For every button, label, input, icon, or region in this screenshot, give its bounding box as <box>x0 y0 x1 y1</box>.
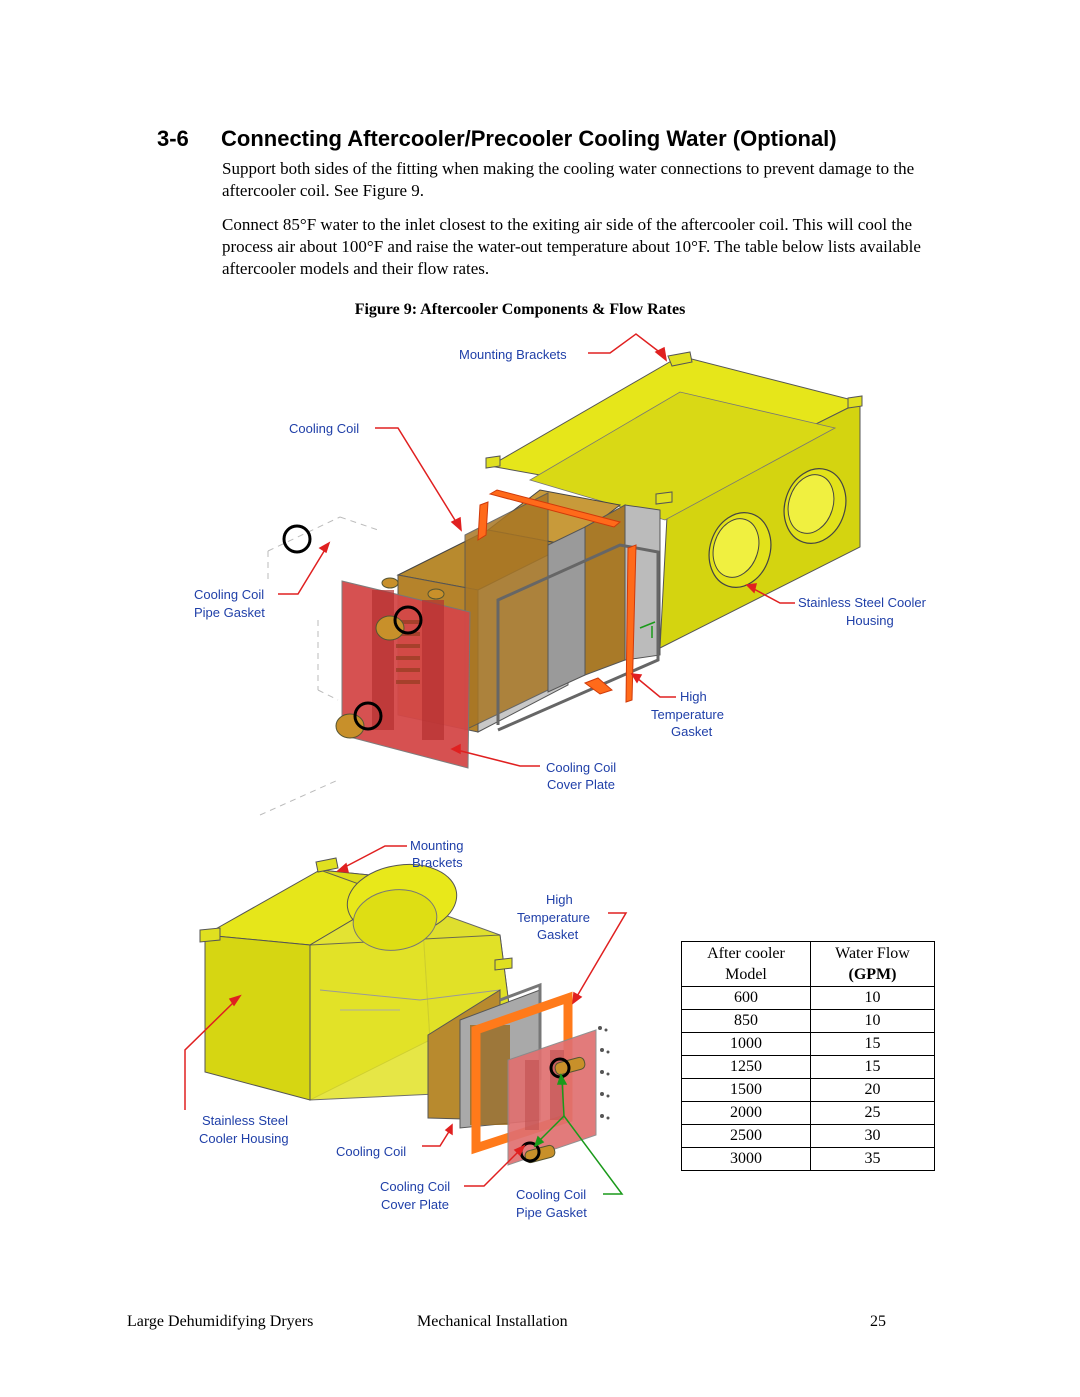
label-housing-bottom-2: Cooler Housing <box>199 1131 289 1146</box>
cell-model: 1000 <box>681 1032 811 1056</box>
cell-gpm: 15 <box>809 1055 936 1079</box>
cell-model: 3000 <box>681 1147 811 1171</box>
label-hightemp-top-3: Gasket <box>671 724 713 739</box>
cell-model: 600 <box>681 986 811 1010</box>
label-housing-top-1: Stainless Steel Cooler <box>798 595 927 610</box>
label-housing-top-2: Housing <box>846 613 894 628</box>
bottom-bolts <box>598 1026 610 1120</box>
label-pipe-gasket-bottom-2: Pipe Gasket <box>516 1205 587 1220</box>
bottom-pipe-fittings <box>519 1056 586 1164</box>
header-model-line2: Model <box>725 966 767 983</box>
label-hightemp-bottom-3: Gasket <box>537 927 579 942</box>
label-mounting-brackets-bottom-2: Brackets <box>412 855 463 870</box>
top-leader-lines <box>278 333 795 767</box>
loose-pipe-gasket <box>282 524 312 554</box>
cell-model: 1500 <box>681 1078 811 1102</box>
paragraph-support: Support both sides of the fitting when m… <box>222 159 915 200</box>
section-heading: 3-6 Connecting Aftercooler/Precooler Cool… <box>157 126 1057 152</box>
cell-model: 850 <box>681 1009 811 1033</box>
label-mounting-brackets-top: Mounting Brackets <box>459 347 567 362</box>
label-hightemp-bottom-1: High <box>546 892 573 907</box>
cooling-coil-cover-plate <box>335 577 471 769</box>
label-pipe-gasket-top-1: Cooling Coil <box>194 587 264 602</box>
bottom-assembled-view: Mounting Brackets High Temperature Gaske… <box>184 838 628 1220</box>
bottom-leader-lines <box>184 845 628 1187</box>
section-number: 3-6 <box>157 126 189 151</box>
stainless-steel-cooler-housing <box>485 351 863 649</box>
cell-model: 2500 <box>681 1124 811 1148</box>
header-flow-line1: Water Flow <box>835 945 910 962</box>
bottom-green-leaders <box>533 1073 624 1195</box>
footer-left: Large Dehumidifying Dryers <box>127 1313 314 1330</box>
cell-model: 2000 <box>681 1101 811 1125</box>
cell-gpm: 30 <box>809 1124 936 1148</box>
cell-gpm: 35 <box>809 1147 936 1171</box>
header-model-line1: After cooler <box>707 945 785 962</box>
label-cover-plate-bottom-1: Cooling Coil <box>380 1179 450 1194</box>
cell-gpm: 20 <box>809 1078 936 1102</box>
label-cooling-coil-bottom: Cooling Coil <box>336 1144 406 1159</box>
label-cooling-coil-top: Cooling Coil <box>289 421 359 436</box>
cell-gpm: 10 <box>809 1009 936 1033</box>
cell-model: 1250 <box>681 1055 811 1079</box>
header-water-flow: Water Flow (GPM) <box>809 941 936 987</box>
label-cover-plate-top-1: Cooling Coil <box>546 760 616 775</box>
label-pipe-gasket-top-2: Pipe Gasket <box>194 605 265 620</box>
high-temperature-gasket <box>477 489 637 703</box>
label-hightemp-top-1: High <box>680 689 707 704</box>
label-cover-plate-top-2: Cover Plate <box>547 777 615 792</box>
figure-caption: Figure 9: Aftercooler Components & Flow … <box>354 301 686 318</box>
label-hightemp-top-2: Temperature <box>651 707 724 722</box>
label-pipe-gasket-bottom-1: Cooling Coil <box>516 1187 586 1202</box>
section-title: Connecting Aftercooler/Precooler Cooling… <box>221 126 837 151</box>
header-flow-line2: (GPM) <box>848 966 897 983</box>
cell-gpm: 25 <box>809 1101 936 1125</box>
footer-center: Mechanical Installation <box>417 1313 568 1330</box>
label-mounting-brackets-bottom-1: Mounting <box>410 838 463 853</box>
cell-gpm: 10 <box>809 986 936 1010</box>
paragraph-connect: Connect 85°F water to the inlet closest … <box>222 215 921 278</box>
cell-gpm: 15 <box>809 1032 936 1056</box>
label-hightemp-bottom-2: Temperature <box>517 910 590 925</box>
footer-page-number: 25 <box>870 1313 886 1330</box>
label-cover-plate-bottom-2: Cover Plate <box>381 1197 449 1212</box>
top-exploded-view: Mounting Brackets Cooling Coil Cooling C… <box>194 333 927 816</box>
label-housing-bottom-1: Stainless Steel <box>202 1113 288 1128</box>
